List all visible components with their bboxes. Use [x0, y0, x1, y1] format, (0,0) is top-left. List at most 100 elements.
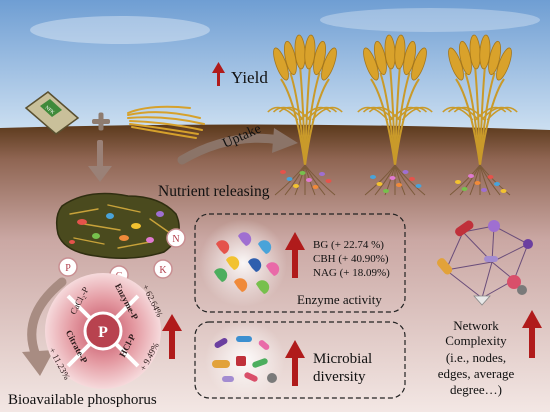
wheat-head [496, 47, 512, 81]
fertilizer-bag-label: NPK [44, 106, 55, 116]
network-label-line2: Complexity [445, 333, 507, 348]
wheat-head [479, 34, 491, 70]
root-microbe [389, 176, 396, 180]
root-microbe [280, 170, 286, 174]
wheat-head [313, 40, 327, 76]
cloud [320, 8, 540, 32]
wheat-plants [267, 34, 518, 196]
uptake-arrow-icon [177, 128, 298, 165]
enzyme-cbh-label: CBH (+ 40.90%) [313, 253, 389, 265]
wheat-head [394, 34, 406, 70]
down-arrow-icon [88, 140, 112, 182]
enzyme-nag-label: NAG (+ 18.09%) [313, 267, 390, 279]
root-microbe [455, 180, 461, 184]
enzyme-activity-caption: Enzyme activity [297, 292, 382, 307]
wheat-root [294, 164, 306, 196]
yield-up-arrow-icon [212, 62, 225, 86]
microbial-label-line1: Microbial [313, 351, 372, 367]
wheat-root [394, 164, 426, 196]
curved-arrow-icon [22, 277, 67, 376]
wheat-leaf [401, 106, 433, 121]
wheat-head [448, 47, 464, 81]
nutrient-label: N [172, 234, 179, 245]
network-label-line1: Network [453, 318, 499, 333]
root-microbe [306, 178, 312, 182]
wheat-root [459, 164, 481, 196]
root-microbe [481, 188, 487, 192]
enzyme-up-arrow-icon [285, 232, 305, 278]
wheat-leaf [486, 106, 518, 121]
wheat-root [304, 164, 336, 196]
wheat-head [321, 47, 337, 81]
wheat-stem [394, 78, 420, 166]
root-microbe [299, 171, 306, 175]
nutrient-circle [58, 257, 78, 277]
phosphorus-wheel: P CaCl₂-P Enzyme-P HCl-P Citrate-P + 62.… [45, 273, 165, 389]
wheat-head [363, 47, 379, 81]
cloud [30, 16, 210, 44]
phosphorus-up-arrow-icon [162, 314, 182, 359]
wheat-head [403, 40, 417, 76]
fertilizer-bag-icon: NPK [24, 91, 80, 135]
root-microbe [409, 177, 415, 181]
root-microbe [376, 182, 383, 186]
root-microbe [286, 177, 293, 181]
microbial-diversity-panel: Microbial diversity [194, 320, 406, 400]
wheat-root [449, 164, 481, 196]
wheat-root [479, 164, 511, 196]
root-microbe [494, 182, 500, 186]
network-up-arrow-icon [522, 310, 542, 358]
wheat-root [469, 164, 481, 196]
wheat-leaf [480, 106, 512, 121]
wheat-root [479, 164, 491, 196]
root-microbe [487, 175, 494, 179]
straw-bundle-icon [127, 105, 205, 139]
wheat-leaf [278, 106, 310, 121]
wheat-root [394, 164, 416, 196]
root-microbe [461, 187, 468, 191]
residue-mass-icon [55, 192, 180, 259]
wheat-root [394, 164, 406, 196]
wheat-head [488, 40, 502, 76]
wheat-leaf [305, 106, 337, 121]
wheat-stem [479, 78, 505, 166]
root-microbe [293, 184, 299, 188]
plus-icon [92, 112, 110, 131]
phosphorus-caption: Bioavailable phosphorus [8, 392, 157, 408]
network-label-line4: edges, average [438, 366, 515, 381]
root-microbe [370, 175, 376, 179]
microbial-label-line2: diversity [313, 369, 366, 385]
wheat-root [374, 164, 396, 196]
enzyme-activity-panel: BG (+ 22.74 %) CBH (+ 40.90%) NAG (+ 18.… [194, 213, 406, 313]
nutrient-label: K [159, 265, 167, 276]
enzyme-icons [214, 232, 280, 294]
network-graph [437, 220, 533, 306]
microbe-icons [212, 336, 277, 383]
nutrient-releasing-label: Nutrient releasing [158, 183, 270, 200]
wheat-leaf [453, 106, 485, 121]
wheat-root [364, 164, 396, 196]
nutrient-label: P [65, 263, 71, 274]
root-microbe [500, 189, 507, 193]
root-microbe [312, 185, 319, 189]
wheat-head [411, 47, 427, 81]
network-label-line3: (i.e., nodes, [446, 350, 506, 365]
wheat-root [304, 164, 326, 196]
yield-label: Yield [231, 68, 268, 87]
enzyme-bg-label: BG (+ 22.74 %) [313, 239, 384, 251]
wheat-root [284, 164, 306, 196]
root-microbe [468, 174, 474, 178]
wheat-root [479, 164, 501, 196]
microbial-up-arrow-icon [285, 340, 305, 386]
root-microbe [319, 172, 325, 176]
nutrient-circle [153, 259, 173, 279]
root-microbe [402, 170, 409, 174]
root-microbe [383, 189, 389, 193]
nutrient-circle [166, 228, 186, 248]
wheat-leaf [395, 106, 427, 121]
root-microbe [474, 181, 481, 185]
wheat-leaf [311, 106, 343, 121]
root-microbe [325, 179, 332, 183]
